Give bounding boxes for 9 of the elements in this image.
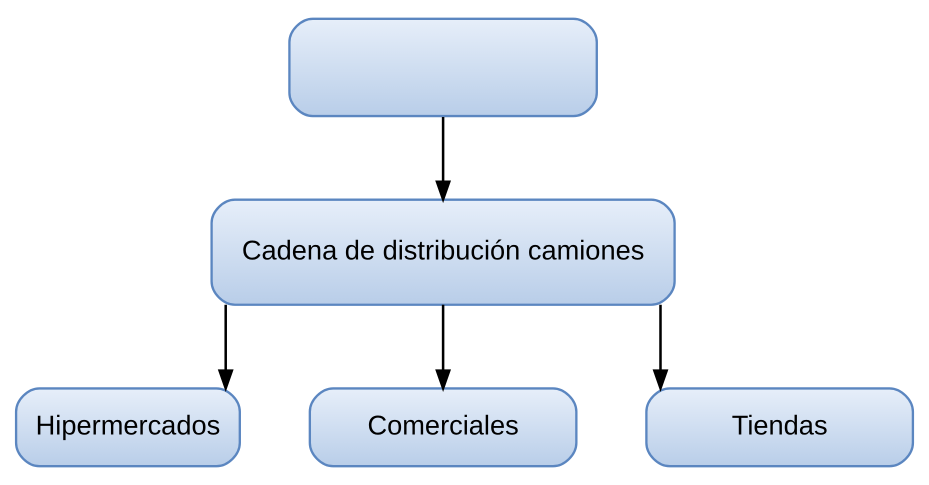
node-box <box>288 18 598 118</box>
arrow <box>435 304 452 392</box>
node-box: Cadena de distribución camiones <box>210 198 676 306</box>
node-box: Tiendas <box>645 387 914 468</box>
arrow <box>652 304 668 392</box>
node-box: Hipermercados <box>14 387 241 468</box>
node-box: Comerciales <box>308 387 578 468</box>
arrow <box>435 116 452 204</box>
arrow <box>218 304 234 392</box>
